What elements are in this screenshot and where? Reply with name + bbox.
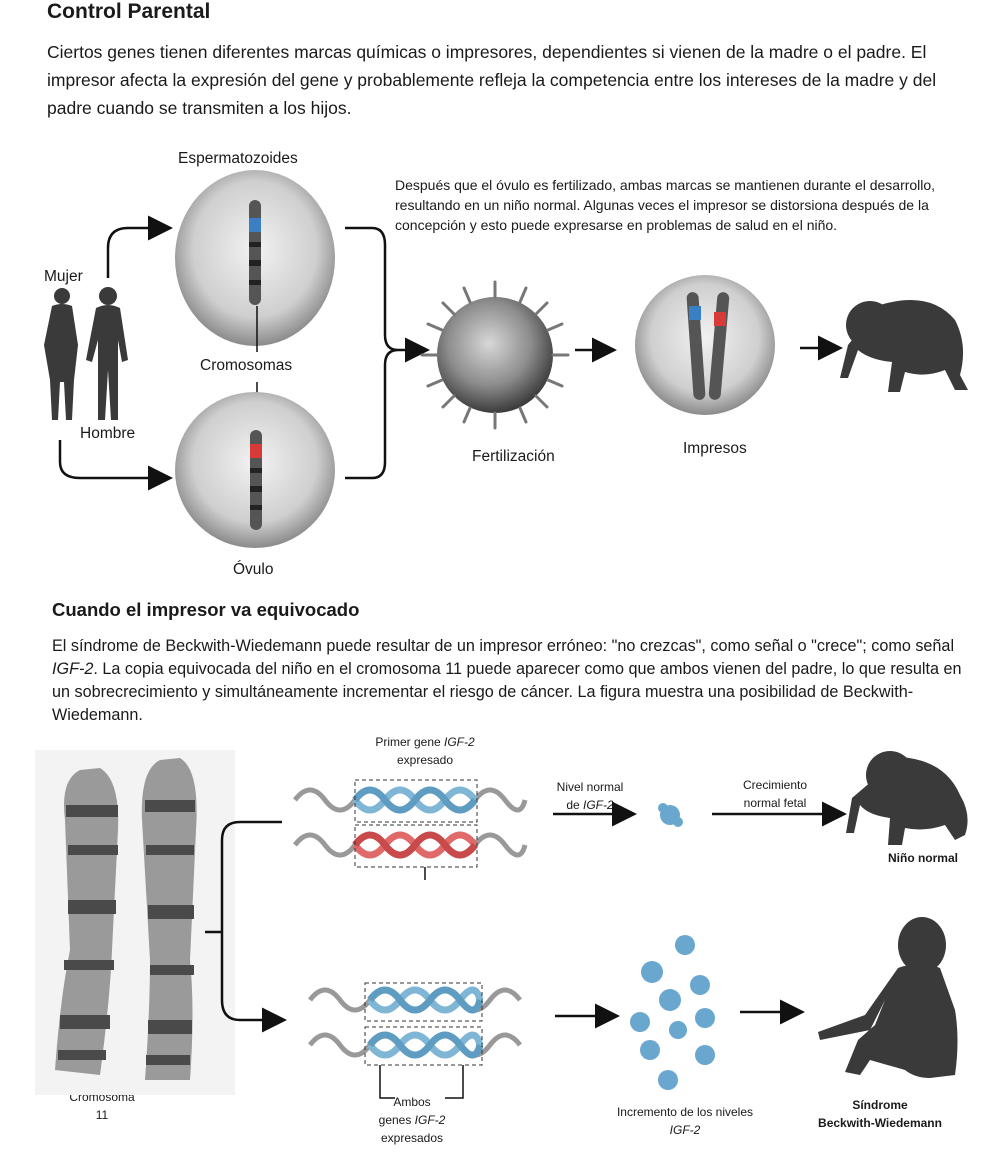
label-normal-level-em: IGF-2	[583, 798, 614, 812]
dna-helix-top-red	[293, 824, 528, 880]
label-first-gene-b: expresado	[396, 753, 454, 767]
label-normal-child: Niño normal	[887, 851, 958, 865]
beckwith-paragraph: El síndrome de Beckwith-Wiedemann puede …	[52, 635, 982, 727]
label-normal-level: Nivel normal de IGF-2	[540, 778, 640, 814]
arrow-to-sperm	[106, 215, 173, 278]
label-increase-levels-a: Incremento de los niveles	[616, 1105, 754, 1119]
normal-baby-silhouette	[846, 751, 968, 845]
fertilization-note: Después que el óvulo es fertilizado, amb…	[395, 177, 936, 233]
label-fertilization: Fertilización	[472, 448, 555, 465]
label-normal-level-b: de	[566, 798, 583, 812]
dna-helix-top-blue	[293, 779, 528, 823]
label-chromosomes: Cromosomas	[200, 357, 293, 374]
label-both-genes-a: Ambos	[393, 1095, 431, 1109]
label-syndrome-b: Beckwith-Wiedemann	[818, 1116, 942, 1130]
para2-text-a: El síndrome de Beckwith-Wiedemann puede …	[52, 637, 955, 655]
label-chromosome-11-b: 11	[95, 1108, 109, 1122]
label-sperm: Espermatozoides	[178, 150, 298, 167]
parents-silhouette	[44, 287, 128, 420]
dna-helix-bottom-1	[308, 982, 522, 1022]
dna-helix-bottom-2	[308, 1026, 522, 1099]
label-egg: Óvulo	[233, 561, 274, 578]
label-woman: Mujer	[44, 268, 83, 285]
egg-cell	[175, 392, 335, 548]
para2-text-b: . La copia equivocada del niño en el cro…	[52, 660, 962, 724]
para2-gene-name: IGF-2	[52, 660, 94, 678]
label-first-gene-em: IGF-2	[444, 735, 475, 749]
sperm-cell	[175, 170, 335, 346]
label-imprinted: Impresos	[683, 440, 747, 457]
label-growth: Crecimiento normal fetal	[725, 776, 825, 812]
igf2-protein-increased	[630, 935, 715, 1090]
label-first-gene-a: Primer gene	[375, 735, 445, 749]
label-first-gene: Primer gene IGF-2 expresado	[355, 733, 495, 769]
label-both-genes: Ambos genes IGF-2 expresados	[362, 1093, 462, 1147]
imprinted-cell	[635, 275, 775, 415]
label-both-genes-em: IGF-2	[414, 1113, 446, 1127]
label-man: Hombre	[80, 425, 136, 442]
label-both-genes-c: expresados	[380, 1131, 444, 1145]
label-growth-a: Crecimiento	[742, 778, 808, 792]
branch-arrows	[205, 820, 282, 1020]
label-syndrome-a: Síndrome	[852, 1098, 908, 1112]
intro-paragraph: Ciertos genes tienen diferentes marcas q…	[47, 42, 937, 118]
label-both-genes-b: genes	[378, 1113, 415, 1127]
label-normal-level-a: Nivel normal	[556, 780, 624, 794]
baby-silhouette	[840, 300, 968, 392]
section-title-imprinting-wrong: Cuando el impresor va equivocado	[52, 599, 360, 620]
label-increase-levels-em: IGF-2	[669, 1123, 701, 1137]
label-growth-b: normal fetal	[743, 796, 807, 810]
syndrome-baby-silhouette	[818, 917, 958, 1078]
igf2-protein-normal	[658, 803, 683, 827]
arrow-merge-to-zygote	[345, 226, 425, 480]
section-title-control-parental: Control Parental	[47, 0, 211, 23]
zygote	[420, 280, 570, 430]
arrow-to-egg	[58, 440, 173, 491]
chromosome-11-image	[35, 750, 235, 1095]
